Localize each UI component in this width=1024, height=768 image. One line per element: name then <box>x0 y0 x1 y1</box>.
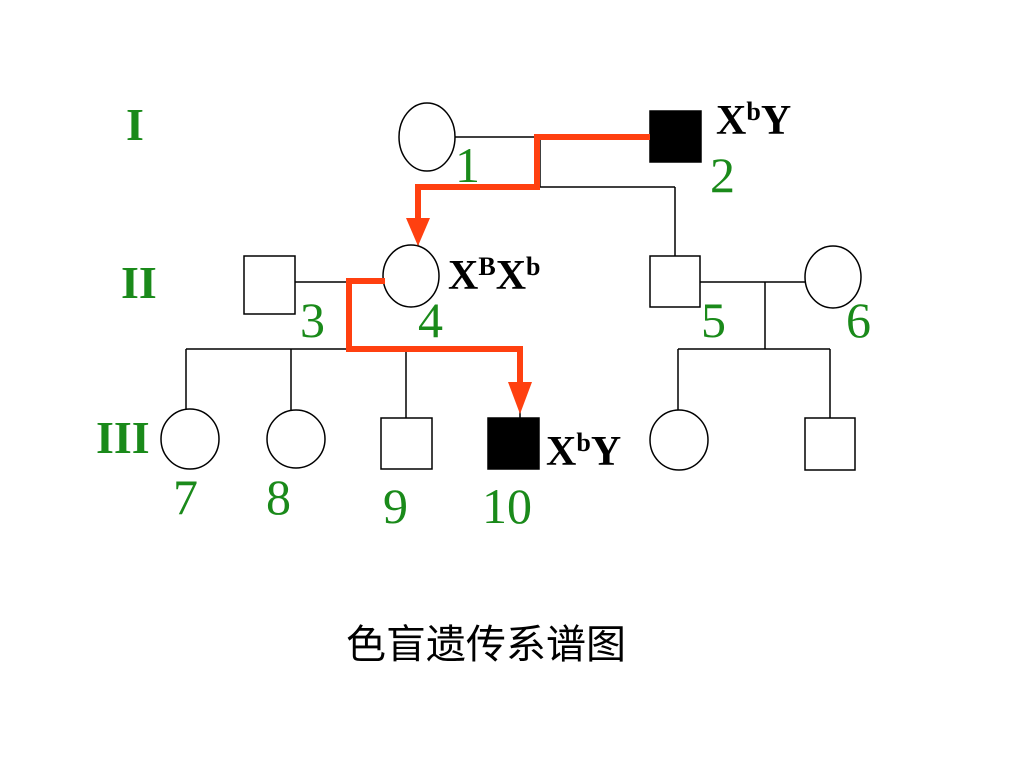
individual-number-5: 5 <box>701 292 726 348</box>
individual-2-affected-male <box>649 110 702 163</box>
individual-number-8: 8 <box>266 469 291 525</box>
individual-5-male <box>649 255 701 308</box>
inheritance-arrow-2-to-4 <box>415 134 650 232</box>
individual-number-4: 4 <box>418 292 443 348</box>
individual-number-10: 10 <box>482 478 532 534</box>
genotype-individual-10: XbY <box>546 428 622 475</box>
individual-4-female <box>382 244 440 308</box>
individual-number-9: 9 <box>383 478 408 534</box>
generation-label-iii: III <box>96 412 150 463</box>
individual-6-female <box>804 245 862 309</box>
inheritance-arrow-4-to-10 <box>346 278 523 398</box>
individual-iii-male-right <box>804 417 856 471</box>
genotype-individual-2: XbY <box>716 97 792 144</box>
individual-number-3: 3 <box>300 292 325 348</box>
individual-1-female <box>398 102 456 172</box>
arrowhead-to-4 <box>406 218 430 246</box>
individual-symbols <box>160 102 862 471</box>
individual-number-2: 2 <box>710 147 735 203</box>
generation-label-i: I <box>126 99 144 150</box>
generation-label-ii: II <box>121 257 157 308</box>
individual-number-1: 1 <box>455 137 480 193</box>
individual-10-affected-male <box>487 417 540 470</box>
individual-3-male <box>243 255 296 315</box>
genotype-individual-4: XBXb <box>448 252 541 299</box>
individual-number-6: 6 <box>846 292 871 348</box>
individual-number-7: 7 <box>173 469 198 525</box>
individual-iii-female-right <box>649 409 709 471</box>
individual-8-female <box>266 409 326 469</box>
arrowhead-to-10 <box>508 382 532 414</box>
individual-9-male <box>380 417 433 470</box>
individual-7-female <box>160 408 220 470</box>
diagram-caption: 色盲遗传系谱图 <box>346 622 626 668</box>
inheritance-path <box>346 134 650 414</box>
